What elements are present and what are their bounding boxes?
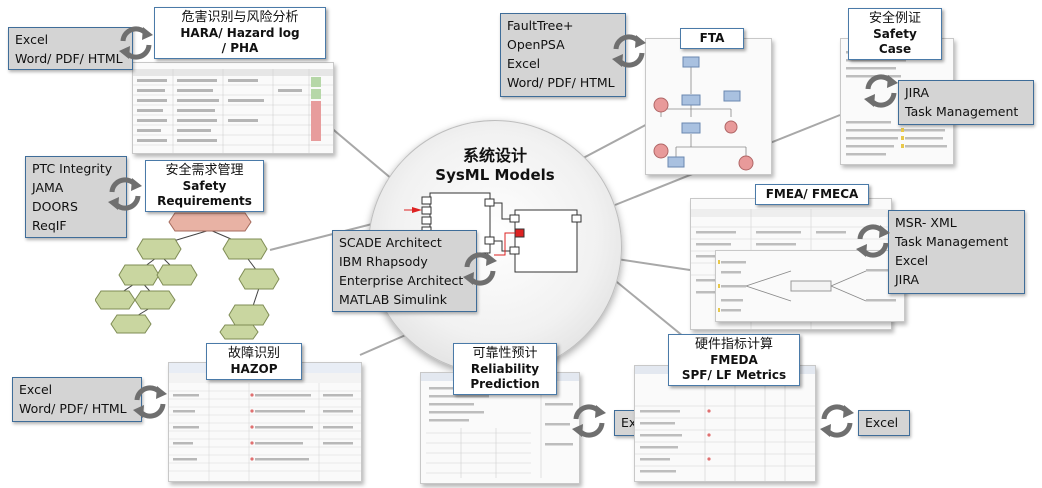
hazop-tool-item: Word/ PDF/ HTML — [19, 401, 127, 416]
fmea-tools-box: MSR- XML Task Management Excel JIRA — [888, 210, 1025, 294]
safety-case-title-zh: 安全例证 — [868, 11, 921, 26]
modeling-tool-item: Enterprise Architect — [339, 273, 464, 288]
fmea-tool-item: Task Management — [895, 234, 1009, 249]
sysml-title-en: SysML Models — [435, 166, 555, 184]
safety-req-sync-icon — [106, 175, 144, 213]
hara-tool-item: Excel — [15, 32, 49, 47]
hazop-title-en: HAZOP — [230, 362, 278, 377]
fmea-tool-item: JIRA — [895, 272, 920, 287]
fta-tool-item: Excel — [507, 56, 541, 71]
safety-req-title-box: 安全需求管理 Safety Requirements — [145, 160, 264, 213]
modeling-tool-item: IBM Rhapsody — [339, 254, 428, 269]
hazop-table-graphic — [169, 363, 361, 481]
fta-sync-icon — [610, 32, 648, 70]
fmeda-tool-item: Excel — [865, 415, 899, 430]
fmeda-tools-box: Excel — [858, 410, 910, 436]
reliability-title-en-2: Prediction — [470, 377, 540, 392]
fmea-tool-item: MSR- XML — [895, 215, 957, 230]
fta-tool-item: Word/ PDF/ HTML — [507, 75, 615, 90]
fmeda-title-zh: 硬件指标计算 — [694, 337, 773, 352]
safety-req-tool-item: DOORS — [32, 199, 78, 214]
requirements-tree-graphic — [94, 205, 285, 340]
hazop-title-box: 故障识别 HAZOP — [206, 343, 302, 381]
hara-document-thumbnail — [132, 62, 334, 154]
hara-tools-box: Excel Word/ PDF/ HTML — [8, 27, 133, 70]
fmea-tree-graphic — [718, 260, 896, 312]
fmea-sync-icon — [854, 222, 892, 260]
fmeda-sync-icon — [818, 402, 856, 440]
hara-title-en-1: HARA/ Hazard log — [180, 26, 300, 41]
fta-title-en: FTA — [699, 31, 725, 45]
safety-case-tool-item: JIRA — [905, 85, 930, 100]
safety-case-title-box: 安全例证 Safety Case — [848, 8, 942, 61]
hara-table-graphic — [133, 69, 333, 153]
fta-tool-item: FaultTree+ — [507, 18, 574, 33]
safety-case-title-en: Safety Case — [873, 27, 917, 57]
hara-sync-icon — [117, 24, 155, 62]
fmeda-title-box: 硬件指标计算 FMEDA SPF/ LF Metrics — [668, 334, 800, 387]
safety-req-tool-item: ReqIF — [32, 218, 67, 233]
hara-title-box: 危害识别与风险分析 HARA/ Hazard log / PHA — [154, 7, 326, 60]
modeling-tools-box: SCADE Architect IBM Rhapsody Enterprise … — [332, 230, 477, 312]
modeling-tool-item: SCADE Architect — [339, 235, 442, 250]
hazop-tools-box: Excel Word/ PDF/ HTML — [12, 377, 142, 422]
reliability-title-en-1: Reliability — [470, 362, 540, 377]
fta-tool-item: OpenPSA — [507, 37, 565, 52]
hazop-sync-icon — [131, 383, 169, 421]
safety-case-tool-item: Task Management — [905, 104, 1019, 119]
fmea-title-box: FMEA/ FMECA — [755, 184, 869, 205]
reliability-title-zh: 可靠性预计 — [472, 346, 538, 361]
safety-req-tool-item: PTC Integrity — [32, 161, 113, 176]
safety-req-title-en-1: Safety — [182, 179, 227, 194]
fta-diagram-thumbnail — [645, 38, 772, 175]
sysml-title: 系统设计 SysML Models — [395, 142, 595, 184]
fta-title-box: FTA — [680, 28, 744, 49]
safety-case-tools-box: JIRA Task Management — [898, 80, 1034, 125]
safety-req-title-en-2: Requirements — [157, 194, 252, 209]
safety-req-tool-item: JAMA — [32, 180, 64, 195]
hara-tool-item: Word/ PDF/ HTML — [15, 51, 123, 66]
hara-title-zh: 危害识别与风险分析 — [181, 10, 299, 25]
modeling-tool-item: MATLAB Simulink — [339, 292, 447, 307]
hazop-title-zh: 故障识别 — [227, 346, 280, 361]
reliability-sync-icon — [570, 402, 608, 440]
hazop-tool-item: Excel — [19, 382, 53, 397]
sysml-title-zh: 系统设计 — [462, 146, 527, 165]
modeling-sync-icon — [461, 250, 499, 288]
fmea-tool-item: Excel — [895, 253, 929, 268]
fta-tools-box: FaultTree+ OpenPSA Excel Word/ PDF/ HTML — [500, 13, 626, 97]
fmeda-title-en-1: FMEDA — [710, 353, 758, 368]
fta-tree-graphic — [653, 56, 754, 171]
safety-req-tools-box: PTC Integrity JAMA DOORS ReqIF — [25, 156, 127, 238]
fmeda-title-en-2: SPF/ LF Metrics — [681, 368, 787, 383]
safety-case-sync-icon — [862, 72, 900, 110]
fmea-tree-thumbnail — [715, 250, 905, 322]
hara-title-en-2: / PHA — [221, 41, 259, 56]
fmea-title-en: FMEA/ FMECA — [765, 187, 859, 201]
safety-req-title-zh: 安全需求管理 — [165, 163, 244, 178]
reliability-title-box: 可靠性预计 Reliability Prediction — [453, 343, 557, 396]
